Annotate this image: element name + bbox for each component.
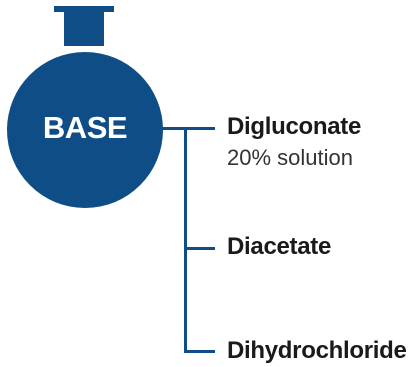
- flask-label: BASE: [42, 110, 128, 145]
- connector-branch-3: [184, 350, 215, 353]
- connector-branch-1: [184, 127, 215, 130]
- connector-trunk: [160, 127, 187, 130]
- flask-body: [7, 52, 163, 208]
- connector-vertical: [184, 127, 187, 353]
- branch-title-diacetate: Diacetate: [227, 233, 332, 260]
- branch-title-digluconate: Digluconate: [227, 113, 362, 140]
- branch-title-dihydrochloride: Dihydrochloride: [227, 337, 407, 364]
- branch-connectors: [160, 127, 215, 353]
- connector-branch-2: [184, 247, 215, 250]
- flask-neck-flare: [54, 6, 114, 12]
- flask-neck: [64, 6, 104, 46]
- round-bottom-flask-icon: [7, 6, 163, 208]
- branch-subtitle-digluconate: 20% solution: [227, 145, 353, 170]
